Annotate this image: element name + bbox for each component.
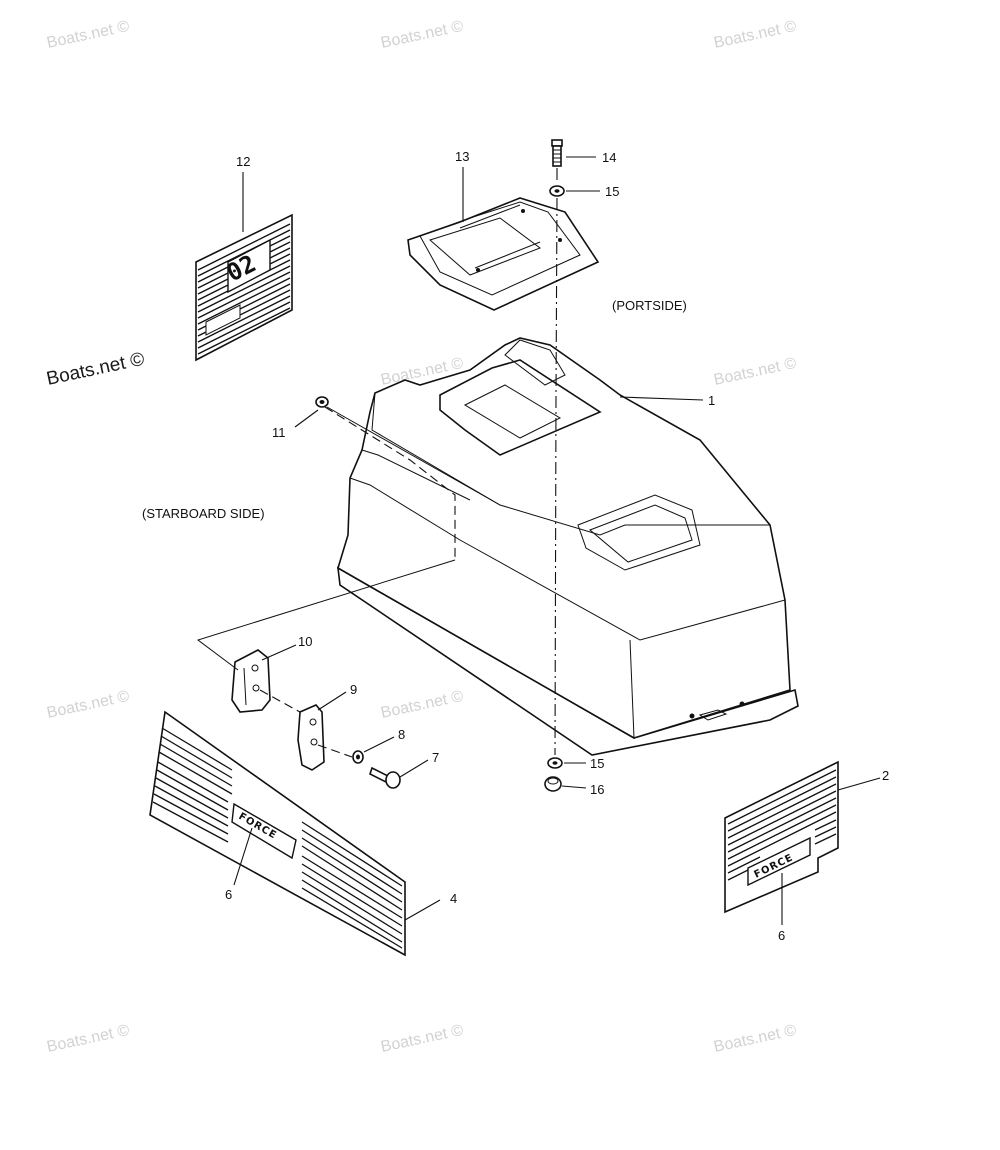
callout-11: 11 <box>272 425 286 440</box>
callout-1: 1 <box>708 393 715 408</box>
latch-bracket <box>297 704 325 771</box>
watermark: Boats.net © <box>379 1022 465 1056</box>
portside-label: (PORTSIDE) <box>612 298 687 313</box>
watermark: Boats.net © <box>45 1022 131 1056</box>
starboard-side-label: (STARBOARD SIDE) <box>142 506 265 521</box>
watermark: Boats.net © <box>45 349 147 390</box>
callout-15-bottom: 15 <box>590 756 604 771</box>
watermark: Boats.net © <box>379 688 465 722</box>
watermark: Boats.net © <box>379 18 465 52</box>
callout-15-top: 15 <box>605 184 619 199</box>
callout-14: 14 <box>602 150 616 165</box>
callout-16: 16 <box>590 782 604 797</box>
watermark: Boats.net © <box>45 688 131 722</box>
watermark: Boats.net © <box>45 18 131 52</box>
callout-8: 8 <box>398 727 405 742</box>
callout-6-port: 6 <box>778 928 785 943</box>
callout-10: 10 <box>298 634 312 649</box>
hardware <box>315 139 565 792</box>
callout-7: 7 <box>432 750 439 765</box>
latch-plate <box>231 649 271 713</box>
port-decal: FORCE <box>724 760 839 914</box>
starboard-decal: FORCE <box>149 710 406 957</box>
assembly-lines <box>196 168 558 758</box>
watermark: Boats.net © <box>712 18 798 52</box>
callout-13: 13 <box>455 149 469 164</box>
callout-6-starboard: 6 <box>225 887 232 902</box>
callout-numbers: 1 2 4 6 6 7 8 9 10 11 12 13 14 15 15 16 <box>225 149 889 943</box>
leader-lines <box>233 156 881 925</box>
callout-2: 2 <box>882 768 889 783</box>
model-decal: 02 <box>195 213 293 362</box>
callout-4: 4 <box>450 891 457 906</box>
top-cover <box>407 197 600 311</box>
watermark: Boats.net © <box>712 1022 798 1056</box>
callout-9: 9 <box>350 682 357 697</box>
engine-cowl <box>337 337 799 756</box>
callout-12: 12 <box>236 154 250 169</box>
watermark: Boats.net © <box>712 355 798 389</box>
